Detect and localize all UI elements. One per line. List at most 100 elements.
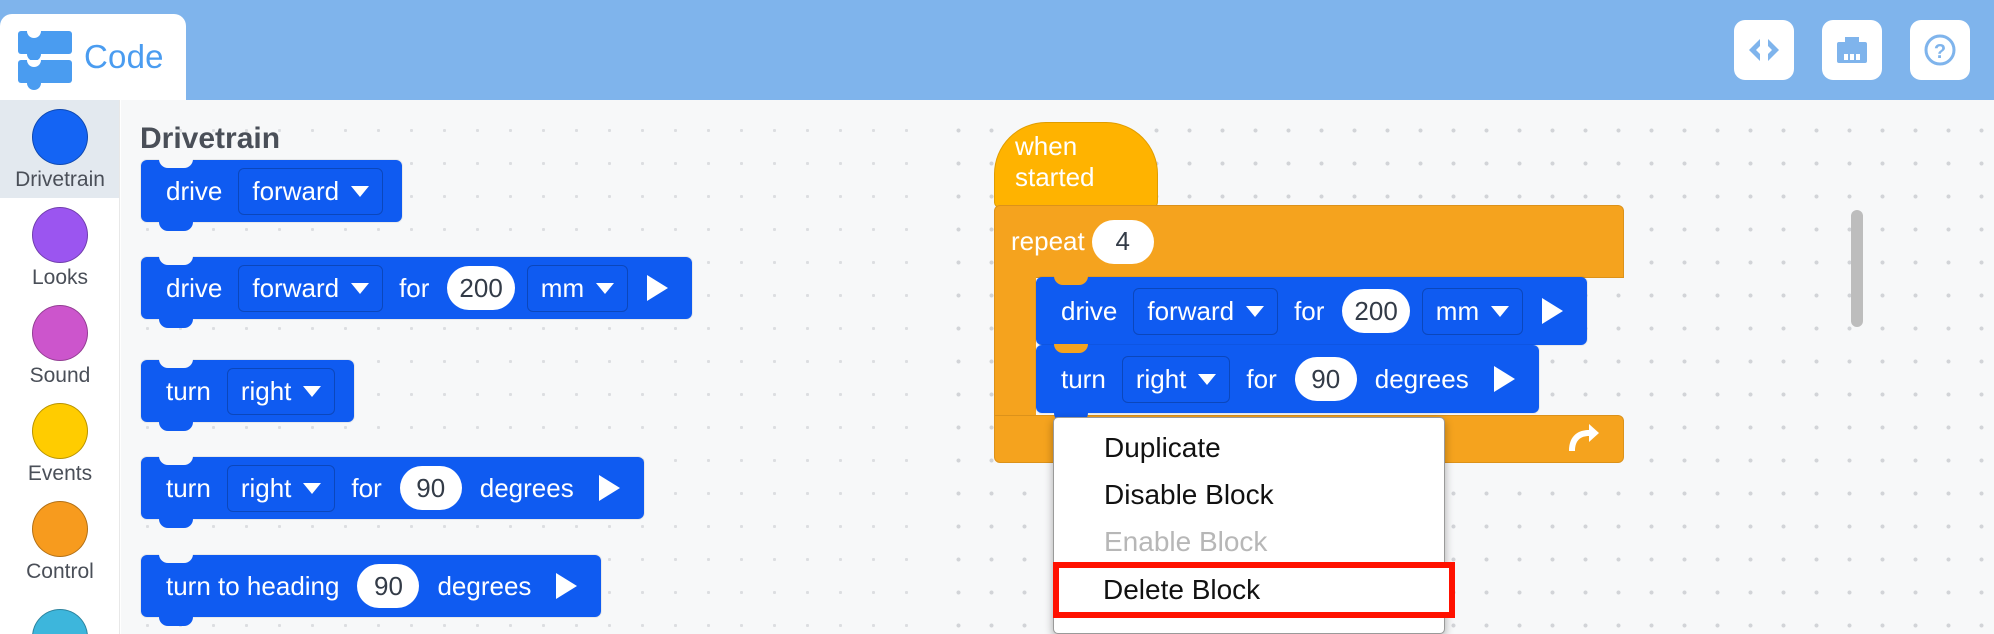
sidebar-item-drivetrain[interactable]: Drivetrain: [0, 100, 119, 198]
category-color-dot-icon: [32, 609, 88, 634]
context-menu-item-label: Disable Block: [1104, 478, 1274, 510]
context-menu-item-label: Duplicate: [1104, 431, 1221, 463]
sidebar-item-control[interactable]: Control: [0, 492, 119, 590]
play-block-icon[interactable]: [1542, 298, 1564, 324]
sidebar-item-looks[interactable]: Looks: [0, 198, 119, 296]
block-label: turn to heading: [166, 570, 340, 601]
block-notch: [159, 159, 193, 168]
block-number-input[interactable]: 200: [1342, 289, 1410, 333]
chevron-down-icon: [351, 185, 370, 197]
tab-code-label: Code: [84, 38, 164, 75]
sidebar-item-label: Sound: [29, 363, 91, 387]
block-label: turn: [1061, 363, 1106, 394]
block-number-input[interactable]: 90: [357, 564, 420, 608]
block-label: for: [351, 472, 382, 503]
angle-brackets-icon: [1749, 39, 1779, 61]
block-notch: [1054, 276, 1088, 285]
chevron-down-icon: [1198, 373, 1217, 385]
block-notch: [159, 617, 193, 626]
block-dropdown[interactable]: right: [226, 367, 336, 415]
workspace-block-when-started[interactable]: when started: [994, 122, 1158, 216]
chevron-down-icon: [596, 282, 615, 294]
block-notch: [159, 319, 193, 328]
block-dropdown-value: forward: [252, 272, 340, 303]
chevron-down-icon: [1246, 305, 1265, 317]
app-header: Code ?: [0, 0, 1994, 100]
context-menu-item-disable-block[interactable]: Disable Block: [1054, 471, 1444, 518]
category-color-dot-icon: [32, 206, 88, 263]
block-notch: [159, 422, 193, 431]
block-dropdown-value: right: [240, 375, 292, 406]
category-color-dot-icon: [32, 500, 88, 557]
block-label: for: [1246, 363, 1277, 394]
play-block-icon[interactable]: [1493, 366, 1515, 392]
block-palette[interactable]: Drivetrain drive forward drive forward for 20…: [121, 100, 936, 634]
context-menu-item-duplicate[interactable]: Duplicate: [1054, 424, 1444, 471]
block-dropdown-value: forward: [1147, 295, 1235, 326]
block-notch: [159, 222, 193, 231]
sidebar-item-more[interactable]: [0, 590, 119, 634]
block-number-input[interactable]: 90: [399, 466, 462, 510]
chevron-down-icon: [303, 482, 322, 494]
loop-arrow-icon: [1569, 424, 1599, 451]
block-label: for: [1294, 295, 1325, 326]
tab-code[interactable]: Code: [0, 14, 186, 100]
device-info-button[interactable]: [1822, 20, 1882, 80]
block-dropdown[interactable]: mm: [1421, 287, 1524, 335]
chevron-down-icon: [1491, 305, 1510, 317]
block-dropdown[interactable]: forward: [1133, 287, 1279, 335]
play-block-icon[interactable]: [598, 475, 620, 501]
workspace-block-turn-right-for-degrees[interactable]: turn right for 90 degrees: [1036, 344, 1539, 422]
block-dropdown[interactable]: forward: [238, 167, 384, 215]
block-dropdown-value: right: [1135, 363, 1187, 394]
question-mark-icon: ?: [1924, 34, 1956, 66]
block-dropdown[interactable]: right: [226, 464, 336, 512]
workspace-vertical-scrollbar[interactable]: [1851, 210, 1863, 327]
block-dropdown-value: mm: [540, 272, 585, 303]
sidebar-item-events[interactable]: Events: [0, 394, 119, 492]
block-notch: [159, 519, 193, 528]
block-label: drive: [166, 272, 223, 303]
repeat-header[interactable]: repeat 4: [994, 205, 1624, 278]
sidebar-item-sound[interactable]: Sound: [0, 296, 119, 394]
code-blocks-logo-icon: [18, 31, 72, 90]
block-dropdown-value: forward: [252, 175, 340, 206]
repeat-count-field[interactable]: 4: [1091, 219, 1154, 264]
block-notch: [159, 554, 193, 563]
category-color-dot-icon: [32, 402, 88, 459]
play-block-icon[interactable]: [647, 275, 669, 301]
palette-title: Drivetrain: [140, 122, 281, 155]
palette-block-drive-forward[interactable]: drive forward: [141, 159, 403, 231]
delete-block-label: Delete Block: [1103, 574, 1261, 605]
code-view-button[interactable]: [1734, 20, 1794, 80]
block-label: drive: [166, 175, 223, 206]
block-dropdown[interactable]: forward: [238, 264, 384, 312]
category-color-dot-icon: [32, 108, 88, 165]
context-menu-item-enable-block: Enable Block: [1054, 518, 1444, 565]
block-notch: [1054, 344, 1088, 353]
sidebar-item-label: Looks: [31, 265, 89, 289]
repeat-label: repeat: [1011, 226, 1085, 256]
block-dropdown[interactable]: mm: [526, 264, 629, 312]
block-number-input[interactable]: 200: [447, 266, 515, 310]
when-started-label: when started: [1015, 131, 1095, 192]
block-dropdown[interactable]: right: [1121, 355, 1231, 403]
block-label: degrees: [1374, 363, 1469, 394]
help-button[interactable]: ?: [1910, 20, 1970, 80]
play-block-icon[interactable]: [556, 573, 578, 599]
context-menu-item-delete-block-highlight[interactable]: Delete Block: [1053, 562, 1455, 618]
header-actions: ?: [1734, 20, 1970, 80]
block-number-input[interactable]: 90: [1294, 357, 1357, 401]
context-menu-item-label: Enable Block: [1104, 525, 1268, 557]
repeat-spine: [994, 277, 1036, 417]
svg-text:?: ?: [1934, 41, 1946, 63]
block-label: drive: [1061, 295, 1118, 326]
chevron-down-icon: [303, 385, 322, 397]
